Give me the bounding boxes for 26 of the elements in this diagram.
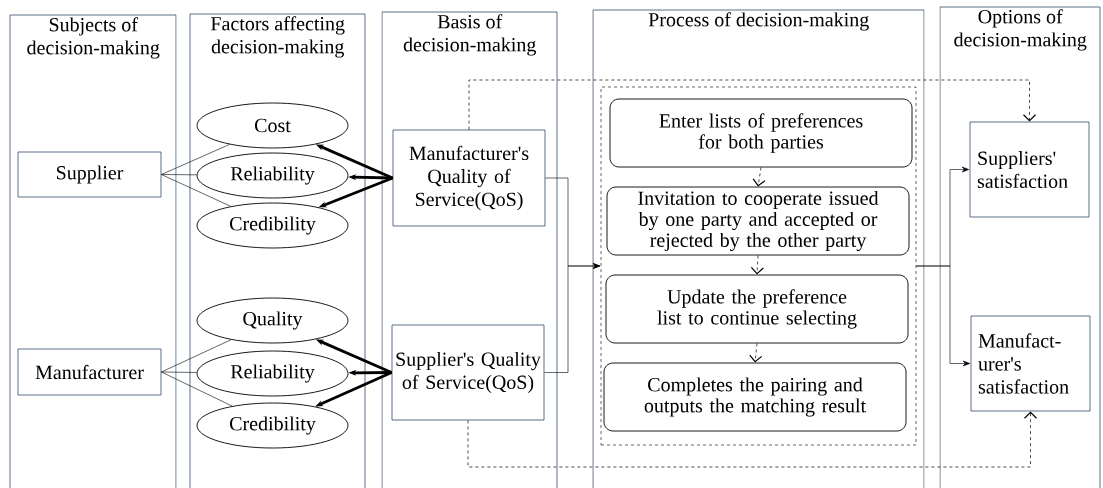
- arrow: [916, 265, 971, 367]
- arrow: [316, 339, 393, 374]
- label-box: Manufacturer's Quality of Service(QoS): [392, 129, 546, 227]
- arrow: [316, 144, 394, 180]
- outcome-box: Manufact- urer's satisfaction: [970, 315, 1091, 412]
- connector-line: [161, 371, 197, 373]
- dashed-frame: [600, 86, 917, 446]
- dashed-arrow: [750, 255, 764, 275]
- dashed-arrow: [468, 79, 1037, 130]
- process-step-box: Completes the pairing and outputs the matching result: [603, 362, 907, 432]
- arrow: [349, 174, 393, 180]
- dashed-arrow: [749, 343, 763, 363]
- process-step-box: Update the preference list to continue selecting: [605, 274, 909, 344]
- arrow: [319, 176, 394, 208]
- dashed-arrow: [467, 411, 1038, 468]
- outcome-box: Suppliers' satisfaction: [969, 121, 1090, 218]
- dashed-arrow: [752, 167, 766, 187]
- arrow: [315, 371, 393, 407]
- label-box: Supplier's Quality of Service(QoS): [391, 324, 545, 421]
- connector-line: [161, 174, 197, 176]
- label-box: Supplier: [17, 151, 162, 198]
- label-box: Manufacturer: [17, 348, 162, 396]
- arrow: [349, 370, 392, 376]
- process-step-box: Enter lists of preferences for both parties: [609, 98, 913, 168]
- arrow: [544, 263, 601, 373]
- process-step-box: Invitation to cooperate issued by one party and accepted or rejected by the other party: [606, 186, 910, 256]
